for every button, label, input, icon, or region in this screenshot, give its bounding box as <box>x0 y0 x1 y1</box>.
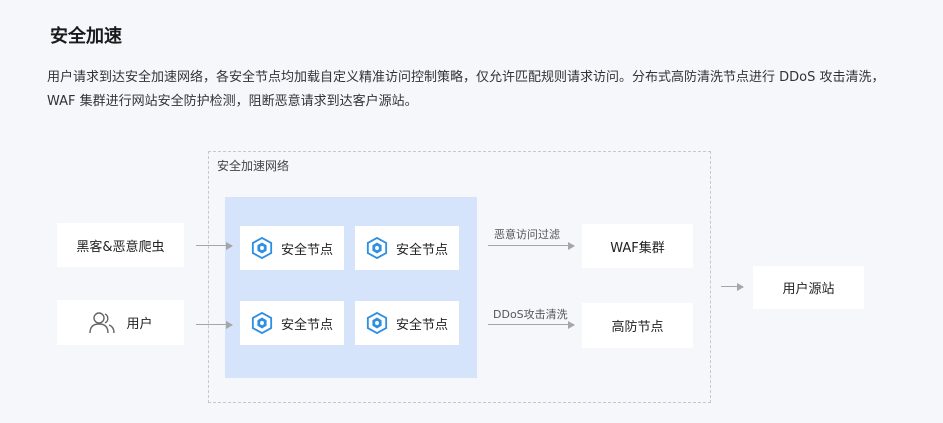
security-node-label: 安全节点 <box>395 317 448 333</box>
security-node-hex-icon <box>366 237 388 259</box>
users-icon <box>89 311 116 333</box>
security-node-label: 安全节点 <box>395 242 448 258</box>
arrow-to-origin <box>721 282 744 291</box>
high-defense-node: 高防节点 <box>582 303 693 348</box>
waf-cluster: WAF集群 <box>582 224 693 268</box>
network-boundary <box>208 151 711 403</box>
network-label: 安全加速网络 <box>217 159 290 173</box>
security-node-label: 安全节点 <box>280 242 333 258</box>
security-node: 安全节点 <box>355 226 459 270</box>
source-label: 用户 <box>126 317 153 332</box>
origin-server: 用户源站 <box>753 266 864 309</box>
security-node: 安全节点 <box>355 301 459 345</box>
security-node-cluster <box>225 197 477 378</box>
origin-server-label: 用户源站 <box>782 282 835 297</box>
arrow-hacker-to-node <box>196 241 233 250</box>
security-node-hex-icon <box>366 312 388 334</box>
security-node-hex-icon <box>251 237 273 259</box>
arrow-to-high-defense <box>488 320 575 329</box>
security-node: 安全节点 <box>240 301 344 345</box>
edge-label-ddos-scrub: DDoS攻击清洗 <box>493 308 568 321</box>
security-node-label: 安全节点 <box>280 317 333 333</box>
source-hacker-crawler: 黑客&恶意爬虫 <box>57 223 184 267</box>
security-node: 安全节点 <box>240 226 344 270</box>
arrow-to-waf <box>488 241 575 250</box>
source-label: 黑客&恶意爬虫 <box>76 239 165 255</box>
page-description: 用户请求到达安全加速网络，各安全节点均加载自定义精准访问控制策略，仅允许匹配规则… <box>47 70 885 109</box>
source-user: 用户 <box>57 300 184 345</box>
arrow-user-to-node <box>196 320 233 329</box>
page-title: 安全加速 <box>50 26 122 47</box>
edge-label-malicious-filter: 恶意访问过滤 <box>494 228 560 241</box>
waf-cluster-label: WAF集群 <box>610 240 665 256</box>
security-node-hex-icon <box>251 312 273 334</box>
high-defense-label: 高防节点 <box>611 320 664 335</box>
